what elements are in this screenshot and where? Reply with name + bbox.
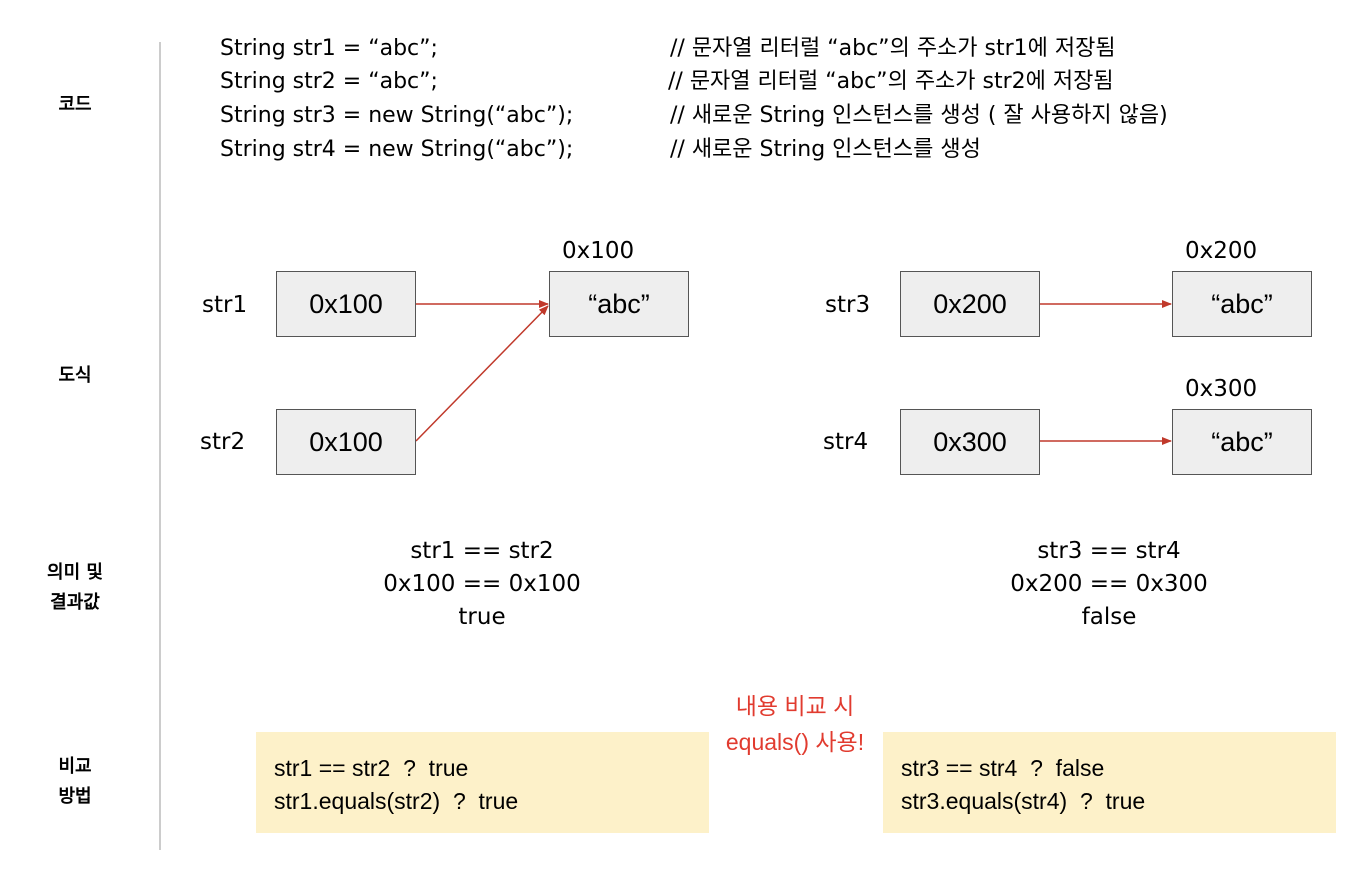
row-label-diagram: 도식 xyxy=(58,365,92,386)
row-label-meaning-line1: 의미 및 xyxy=(47,562,103,583)
row-label-meaning: 의미 및 결과값 xyxy=(30,558,120,618)
object-address-0x300: 0x300 xyxy=(1185,376,1258,402)
ref-value-str2: 0x100 xyxy=(309,426,383,457)
code-stmt-1: String str1 = “abc”; xyxy=(220,36,438,61)
vertical-divider xyxy=(159,42,161,850)
ref-value-str1: 0x100 xyxy=(309,288,383,319)
ref-box-str3: 0x200 xyxy=(900,271,1040,337)
compare-panel-left: str1 == str2 ? true str1.equals(str2) ? … xyxy=(256,732,709,833)
code-comment-3: // 새로운 String 인스턴스를 생성 ( 잘 사용하지 않음) xyxy=(670,103,1168,128)
string-object-abc-left: “abc” xyxy=(549,271,689,337)
compare-left-line1: str1 == str2 ? true xyxy=(274,755,469,781)
row-label-code: 코드 xyxy=(58,94,92,115)
equals-note-line1: 내용 비교 시 xyxy=(735,693,855,719)
ref-value-str3: 0x200 xyxy=(933,288,1007,319)
object-address-0x200: 0x200 xyxy=(1185,238,1258,264)
string-object-value: “abc” xyxy=(588,288,650,319)
equals-note: 내용 비교 시 equals() 사용! xyxy=(700,688,890,760)
var-label-str2: str2 xyxy=(200,429,246,455)
result-left: str1 == str2 0x100 == 0x100 true xyxy=(332,535,632,634)
code-comment-4: // 새로운 String 인스턴스를 생성 xyxy=(670,137,981,162)
code-comment-1: // 문자열 리터럴 “abc”의 주소가 str1에 저장됨 xyxy=(670,36,1116,61)
arrow-str2 xyxy=(415,305,549,442)
result-right-value: false xyxy=(1081,604,1137,630)
ref-value-str4: 0x300 xyxy=(933,426,1007,457)
string-object-abc-0x200: “abc” xyxy=(1172,271,1312,337)
compare-right-line1: str3 == str4 ? false xyxy=(901,755,1105,781)
code-stmt-3: String str3 = new String(“abc”); xyxy=(220,103,574,128)
ref-box-str4: 0x300 xyxy=(900,409,1040,475)
compare-left-line2: str1.equals(str2) ? true xyxy=(274,788,519,814)
string-object-abc-0x300: “abc” xyxy=(1172,409,1312,475)
result-right: str3 == str4 0x200 == 0x300 false xyxy=(959,535,1259,634)
row-label-compare-line1: 비교 xyxy=(58,756,92,777)
string-object-value: “abc” xyxy=(1211,288,1273,319)
result-left-expr: str1 == str2 xyxy=(410,538,554,564)
code-stmt-4: String str4 = new String(“abc”); xyxy=(220,137,574,162)
row-label-meaning-line2: 결과값 xyxy=(50,592,100,613)
var-label-str4: str4 xyxy=(823,429,869,455)
code-stmt-2: String str2 = “abc”; xyxy=(220,69,438,94)
row-label-compare-line2: 방법 xyxy=(58,786,92,807)
result-right-expr: str3 == str4 xyxy=(1037,538,1181,564)
compare-right-line2: str3.equals(str4) ? true xyxy=(901,788,1146,814)
string-object-value: “abc” xyxy=(1211,426,1273,457)
compare-panel-right: str3 == str4 ? false str3.equals(str4) ?… xyxy=(883,732,1336,833)
ref-box-str1: 0x100 xyxy=(276,271,416,337)
equals-note-line2: equals() 사용! xyxy=(725,729,865,755)
var-label-str3: str3 xyxy=(825,292,871,318)
ref-box-str2: 0x100 xyxy=(276,409,416,475)
result-right-eval: 0x200 == 0x300 xyxy=(1010,571,1208,597)
result-left-value: true xyxy=(458,604,506,630)
result-left-eval: 0x100 == 0x100 xyxy=(383,571,581,597)
var-label-str1: str1 xyxy=(202,292,248,318)
row-label-compare: 비교 방법 xyxy=(30,752,120,812)
code-comment-2: // 문자열 리터럴 “abc”의 주소가 str2에 저장됨 xyxy=(668,69,1114,94)
object-address-0x100: 0x100 xyxy=(562,238,635,264)
